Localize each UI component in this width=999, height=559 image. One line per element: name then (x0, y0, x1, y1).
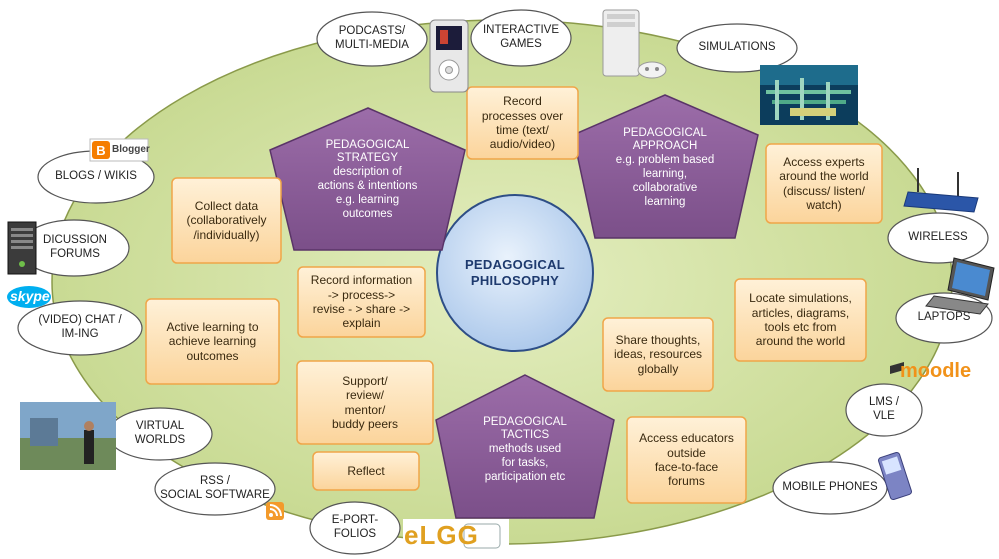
skype-logo-text: skype (10, 288, 50, 304)
pentagon-approach (572, 94, 759, 239)
box-access-experts-label: Access experts around the world (discuss… (779, 154, 869, 212)
center-circle (436, 194, 594, 352)
elgg-logo (403, 519, 509, 559)
oval-eportfolios-label: E-PORT- FOLIOS (331, 514, 379, 540)
moodle-logo (890, 362, 904, 374)
box-access-experts (765, 143, 883, 224)
oval-wireless (887, 212, 989, 264)
xbox-icon (602, 9, 667, 79)
box-access-educators (626, 416, 747, 504)
box-locate-simulations (734, 278, 867, 362)
oval-simulations (676, 23, 798, 73)
box-record-information-label: Record information -> process-> revise -… (310, 273, 413, 331)
moodle-logo-text: moodle (900, 360, 972, 382)
skype-icon (7, 286, 51, 308)
svg-text:B: B (96, 143, 105, 158)
pentagon-approach-label: PEDAGOGICAL APPROACH e.g. problem based … (615, 126, 715, 208)
blogger-logo-text: Blogger (112, 144, 150, 155)
box-record-processes (466, 86, 579, 160)
box-share-thoughts-label: Share thoughts, ideas, resources globall… (613, 332, 703, 376)
oval-discussion-label: DICUSSION FORUMS (43, 234, 107, 260)
box-support (296, 360, 434, 445)
box-active-learning (145, 298, 280, 385)
oval-rss-label: RSS / SOCIAL SOFTWARE (160, 475, 270, 501)
oval-mobile-label: MOBILE PHONES (782, 481, 878, 494)
oval-chat (17, 300, 143, 356)
oval-virtual-label: VIRTUAL WORLDS (134, 420, 186, 446)
ipod-icon (429, 19, 469, 93)
box-support-label: Support/ review/ mentor/ buddy peers (331, 373, 399, 431)
oval-lms-label: LMS / VLE (868, 396, 900, 422)
oval-chat-label: (VIDEO) CHAT / IM-ING (38, 314, 122, 340)
mobile-phone-icon (878, 451, 912, 501)
box-record-information (297, 266, 426, 338)
blogger-icon: B (89, 138, 149, 162)
pentagon-strategy (269, 107, 466, 251)
oval-games (470, 9, 572, 67)
center-title: PEDAGOGICAL PHILOSOPHY (464, 257, 566, 288)
oval-podcasts-label: PODCASTS/ MULTI-MEDIA (335, 25, 409, 51)
oval-lms (845, 383, 923, 437)
box-access-educators-label: Access educators outside face-to-face fo… (639, 431, 734, 489)
box-reflect (312, 451, 420, 491)
pentagon-strategy-label: PEDAGOGICAL STRATEGY description of acti… (317, 138, 418, 220)
server-icon (7, 221, 37, 275)
virtual-world-image (20, 402, 116, 470)
box-locate-simulations-label: Locate simulations, articles, diagrams, … (749, 291, 852, 349)
router-icon (903, 168, 979, 213)
box-share-thoughts (602, 317, 714, 392)
pentagon-tactics-label: PEDAGOGICAL TACTICS methods used for tas… (483, 415, 567, 483)
oval-podcasts (316, 11, 428, 67)
box-reflect-label: Reflect (347, 463, 385, 478)
pentagon-tactics (435, 374, 615, 519)
elgg-logo-text: eLGG (404, 520, 479, 550)
oval-laptops-label: LAPTOPS (917, 311, 971, 324)
box-collect-data-label: Collect data (collaboratively /individua… (186, 198, 267, 242)
oval-simulations-label: SIMULATIONS (698, 41, 776, 54)
oval-wireless-label: WIRELESS (908, 231, 968, 244)
oval-blogs-label: BLOGS / WIKIS (55, 170, 137, 183)
box-active-learning-label: Active learning to achieve learning outc… (166, 319, 259, 363)
factory-image (760, 65, 858, 125)
rss-icon (266, 502, 284, 520)
oval-rss (154, 462, 276, 516)
oval-games-label: INTERACTIVE GAMES (482, 24, 560, 50)
laptop-icon (925, 257, 995, 315)
box-collect-data (171, 177, 282, 264)
oval-eportfolios (309, 501, 401, 555)
box-record-processes-label: Record processes over time (text/ audio/… (481, 94, 564, 152)
